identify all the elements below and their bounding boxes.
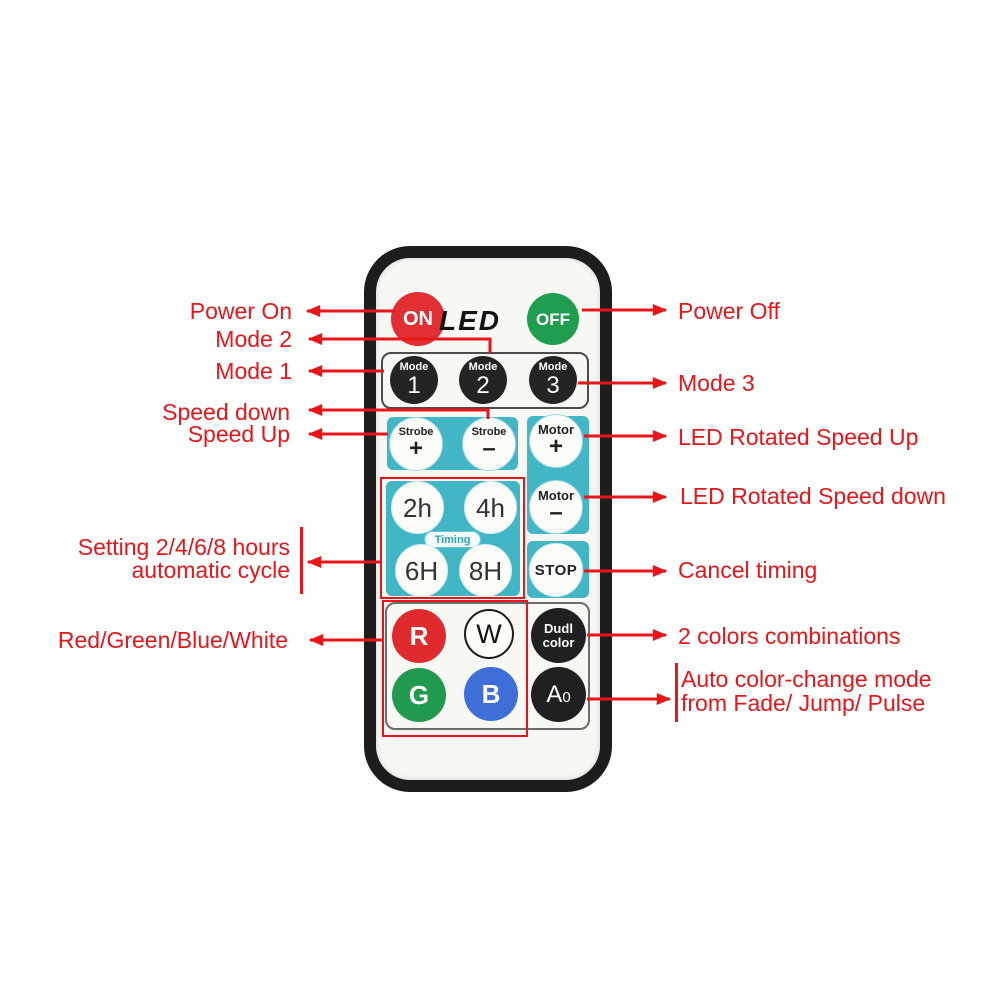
label-mode-3: Mode 3 [678,370,755,396]
white-color-button[interactable]: W [464,609,514,659]
plus-sign: + [408,435,423,462]
green-color-button[interactable]: G [392,668,446,722]
timer-2h-button[interactable]: 2h [391,481,444,534]
motor-minus-button[interactable]: Motor – [529,480,583,534]
dual-color-line2: color [542,634,575,650]
timing-label: Timing [424,531,481,548]
auto-digit: 0 [562,689,571,706]
timing-highlight-rect [380,477,525,599]
red-color-button[interactable]: R [392,609,446,663]
label-setting-hours-line1: Setting 2/4/6/8 hours [77,534,290,560]
minus-sign: – [482,435,496,462]
power-on-button[interactable]: ON [391,292,445,346]
dual-color-line1: Dudl [544,620,573,636]
stop-button[interactable]: STOP [529,543,583,597]
label-2-colors: 2 colors combinations [678,623,901,649]
plus-sign: + [548,433,563,460]
label-cancel-timing: Cancel timing [678,557,818,583]
label-mode-2: Mode 2 [215,326,292,352]
label-led-rotated-speed-down: LED Rotated Speed down [680,483,946,509]
minus-sign: – [549,499,563,526]
mode-3-number: 3 [546,372,560,399]
timer-8h-button[interactable]: 8H [459,544,512,597]
mode-1-word: Mode [399,361,429,373]
label-mode-1: Mode 1 [215,358,292,384]
auto-letter: A [546,680,563,708]
mode-1-button[interactable]: Mode 1 [390,356,438,404]
strobe-minus-button[interactable]: Strobe – [462,417,516,471]
blue-color-button[interactable]: B [464,667,518,721]
strobe-minus-word: Strobe [471,426,507,438]
label-rgbw: Red/Green/Blue/White [57,627,288,653]
label-led-rotated-speed-up: LED Rotated Speed Up [678,424,919,450]
timer-6h-button[interactable]: 6H [395,544,448,597]
setting-label-bar [300,527,303,594]
power-off-button[interactable]: OFF [527,293,579,345]
label-auto-color-change: Auto color-change mode from Fade/ Jump/ … [681,667,932,715]
mode-2-button[interactable]: Mode 2 [459,356,507,404]
dual-color-button[interactable]: Dudl color [531,608,586,663]
auto-mode-button[interactable]: A 0 [531,667,586,722]
led-logo: LED [439,305,501,336]
motor-plus-word: Motor [537,422,575,437]
mode-1-number: 1 [407,372,421,399]
mode-2-number: 2 [476,372,490,399]
label-auto-color-change-line1: Auto color-change mode [681,666,932,692]
rgbw-highlight-rect [382,600,528,737]
label-setting-hours-line2: automatic cycle [131,557,290,583]
mode-2-word: Mode [468,361,498,373]
mode-3-button[interactable]: Mode 3 [529,356,577,404]
label-power-on: Power On [189,298,292,324]
mode-group-outline [381,352,589,409]
strobe-plus-button[interactable]: Strobe + [389,417,443,471]
strobe-plus-word: Strobe [398,426,434,438]
label-setting-hours: Setting 2/4/6/8 hours automatic cycle [78,536,290,582]
timer-4h-button[interactable]: 4h [464,481,517,534]
motor-minus-word: Motor [537,488,575,503]
label-speed-down: Speed down [162,399,290,425]
auto-label-bar [675,663,678,722]
label-power-off: Power Off [678,298,780,324]
motor-plus-button[interactable]: Motor + [529,414,583,468]
label-speed-up: Speed Up [187,421,290,447]
label-auto-color-change-line2: from Fade/ Jump/ Pulse [681,690,926,716]
color-group-outline [385,602,590,730]
mode-3-word: Mode [538,361,568,373]
